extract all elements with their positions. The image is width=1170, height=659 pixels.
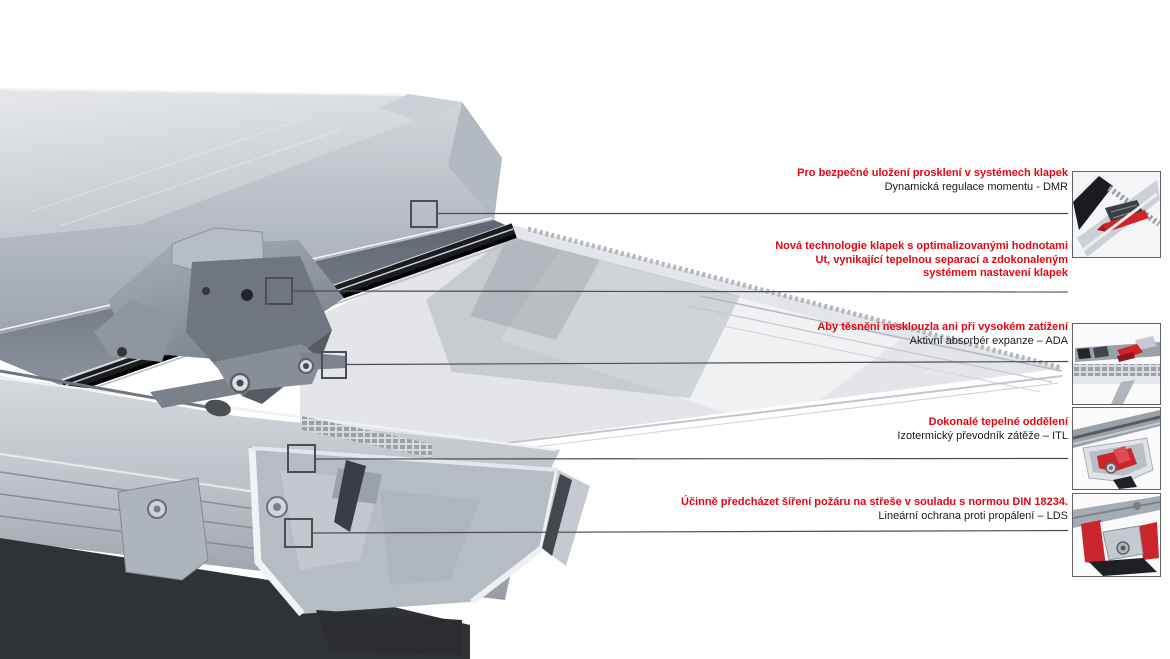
callout-heading: systémem nastavení klapek <box>923 267 1068 279</box>
callout-lds: Účinně předcházet šíření požáru na střeš… <box>448 496 1068 523</box>
callout-heading: Ut, vynikající tepelnou separací a zdoko… <box>815 253 1068 266</box>
callout-flap-technology: Nová technologie klapek s optimalizovaný… <box>448 240 1068 281</box>
glazing-sheet <box>300 226 1064 460</box>
lds-detail-image <box>1073 494 1160 576</box>
red-fire-liner <box>1081 520 1107 566</box>
pivot-bolt <box>241 289 253 301</box>
callout-subheading: Dynamická regulace momentu - DMR <box>884 180 1068 193</box>
red-fire-liner <box>1139 522 1159 560</box>
callout-heading: Nová technologie klapek s optimalizovaný… <box>775 240 1068 252</box>
callout-dmr: Pro bezpečné uložení prosklení v systéme… <box>448 167 1068 194</box>
callout-heading: Účinně předcházet šíření požáru na střeš… <box>681 496 1068 508</box>
callout-heading: Pro bezpečné uložení prosklení v systéme… <box>797 167 1068 179</box>
callout-subheading: Aktivní absorbér expanze – ADA <box>909 334 1068 347</box>
detail-marker-ada <box>321 351 347 379</box>
callout-ada: Aby těsnění nesklouzla ani při vysokém z… <box>448 321 1068 348</box>
detail-markers <box>265 200 1069 548</box>
thumbnail-lds-detail <box>1072 493 1161 577</box>
thumbnail-itl-detail <box>1072 407 1161 490</box>
thumbnail-ada-detail <box>1072 323 1161 405</box>
thumbnail-dmr-detail <box>1072 171 1161 258</box>
leader-line-flap-technology <box>291 290 1069 293</box>
multiwall-sheet-edge <box>302 416 432 458</box>
callout-itl: Dokonalé tepelné oddělení Izotermický př… <box>448 416 1068 443</box>
flap-lid <box>0 88 502 338</box>
callout-subheading: Lineární ochrana proti propálení – LDS <box>878 509 1068 522</box>
itl-detail-image <box>1073 408 1160 489</box>
leader-line-ada <box>345 360 1069 366</box>
leader-line-itl <box>314 457 1069 460</box>
ada-detail-image <box>1073 324 1160 404</box>
callout-subheading: Izotermický převodník zátěže – ITL <box>897 429 1068 442</box>
leader-line-lds <box>311 529 1069 534</box>
callout-heading: Aby těsnění nesklouzla ani při vysokém z… <box>817 321 1068 333</box>
callout-heading: Dokonalé tepelné oddělení <box>928 416 1068 428</box>
dmr-detail-image <box>1073 172 1160 257</box>
